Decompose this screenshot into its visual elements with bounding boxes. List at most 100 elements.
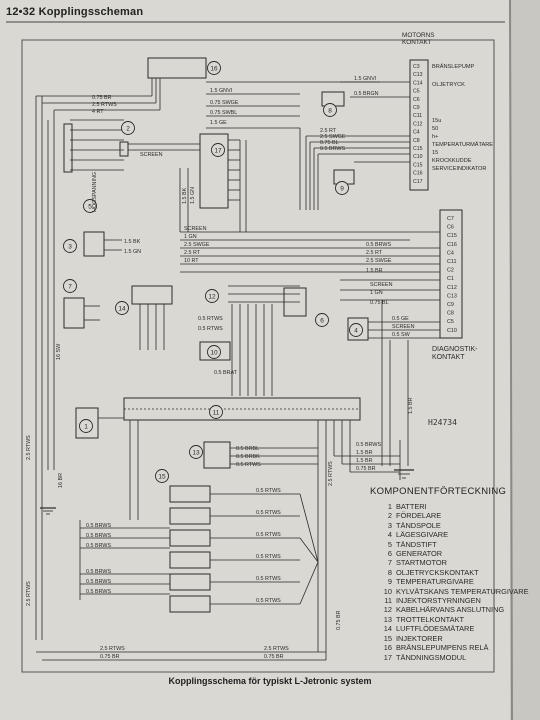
component-list-item: 6 GENERATOR: [378, 549, 529, 558]
wire-label: 0.5 RTWS: [256, 488, 281, 494]
callout-number: 16: [210, 65, 218, 72]
diag-contact-title-line2: KONTAKT: [432, 354, 465, 361]
wire-label: 1 GN: [370, 290, 383, 296]
callout-circle: [323, 103, 337, 117]
component-number: 1: [387, 502, 392, 511]
motor-contact-label: KROCKKUDDE: [432, 158, 472, 164]
callout-circle: [209, 405, 223, 419]
page-header: 12•32 Kopplingsscheman: [6, 6, 144, 18]
callout-number: 8: [328, 107, 332, 114]
wire-label: 2.5 SWGE: [184, 242, 210, 248]
diag-contact-pin: C2: [447, 268, 454, 274]
wire-label: 0.5 RTWS: [256, 576, 281, 582]
figure-caption: Kopplingsschema för typiskt L-Jetronic s…: [168, 676, 372, 686]
motor-contact-label: 50: [432, 126, 438, 132]
wire-label: 2.5 RT: [320, 128, 337, 134]
wire-label: 16 SW: [56, 343, 62, 360]
wire-label: 0.5 BRGN: [354, 91, 379, 97]
callout-number: 3: [68, 243, 72, 250]
motor-contact-pin: C6: [413, 97, 420, 103]
motor-contact-label: h+: [432, 134, 438, 140]
wire-label: 0.5 BRWS: [86, 589, 111, 595]
callout-number: 6: [320, 317, 324, 324]
wire-label: 16 BR: [58, 473, 64, 488]
diag-contact-pin: C13: [447, 293, 457, 299]
diag-contact-pin: C12: [447, 285, 457, 291]
callout-circle: [315, 313, 329, 327]
diag-contact-pin: C4: [447, 250, 454, 256]
wire-label: 0.5 BRWS: [86, 523, 111, 529]
component-name: KYLVÄTSKANS TEMPERATURGIVARE: [396, 586, 529, 596]
wire-label: 2.5 RTWS: [328, 461, 334, 486]
wire-label: 0.5 BRBK: [236, 454, 260, 460]
page-fold: [509, 0, 513, 720]
motor-contact-pin: C12: [413, 121, 423, 127]
wire-label: 0.5 GE: [392, 316, 409, 322]
motor-contact-title-line1: MOTORNS: [402, 32, 435, 39]
component-number: 6: [387, 549, 392, 559]
wire-label: 2.5 RTWS: [100, 646, 125, 652]
wire-label: 0.5 BRAT: [214, 370, 238, 376]
wire-label: 0.5 BRWS: [86, 533, 111, 539]
component-name: INJEKTORER: [396, 633, 443, 643]
diag-contact-pin: C6: [447, 225, 454, 231]
wire-label: 1.5 GN: [124, 249, 141, 255]
motor-contact-pin: C5: [413, 89, 420, 95]
diag-contact-pin: C7: [447, 216, 454, 222]
callout-number: 14: [118, 305, 126, 312]
callout-number: 13: [192, 449, 200, 456]
wire-label: 0.5 RTWS: [198, 316, 223, 322]
diagram-frame: [21, 39, 495, 673]
wire-label: 0.5 RTWS: [256, 598, 281, 604]
wire-label: 0.5 BRWS: [320, 146, 345, 152]
callout-number: 11: [213, 409, 220, 416]
wire-label: 2.5 RTWS: [26, 581, 32, 606]
wire-label: 2.5 RTWS: [26, 435, 32, 460]
component-number: 7: [387, 558, 392, 568]
motor-contact-pin: C15: [413, 162, 423, 168]
wire-label: 0.5 RTWS: [198, 326, 223, 332]
wire-label: 1.5 GE: [210, 120, 227, 126]
wire-label: HOGSPANNING: [92, 172, 98, 212]
callout-number: 1: [84, 423, 88, 430]
reference-code: H24734: [428, 418, 457, 427]
callout-circle: [205, 289, 219, 303]
wire-label: 0.5 RTWS: [256, 510, 281, 516]
component-number: 8: [387, 567, 392, 577]
wire-label: 0.75 BL: [370, 300, 389, 306]
callout-number: 7: [68, 283, 72, 290]
wire-label: 0.5 RTWS: [256, 554, 281, 560]
motor-contact-pin: C8: [413, 138, 420, 144]
diag-contact-pin: C1: [447, 276, 454, 282]
motor-contact-label: TEMPERATURMÄTARE: [432, 141, 493, 148]
callout-circle: [63, 239, 77, 253]
wire-label: 2.5 RT: [184, 250, 201, 256]
component-name: GENERATOR: [396, 549, 443, 559]
motor-contact-pin: C14: [413, 80, 423, 86]
callout-circle: [79, 419, 93, 433]
component-name: BRÄNSLEPUMPENS RELÄ: [396, 643, 489, 653]
wire-label: 1.5 BR: [408, 397, 414, 414]
component-name: KABELHÄRVANS ANSLUTNING: [396, 605, 505, 615]
wire-label: 0.5 BRBL: [236, 446, 259, 452]
diag-contact-pin: C16: [447, 242, 457, 248]
wire-label: 2.5 SWGE: [366, 258, 392, 264]
wire-label: 0.5 SW: [392, 332, 411, 338]
wire-label: 1.5 BR: [356, 450, 373, 456]
callout-circle: [83, 199, 97, 213]
callout-circle: [211, 143, 225, 157]
component-name: TÄNDSTIFT: [396, 539, 437, 549]
wire-label: 0.75 BR: [336, 610, 342, 630]
wire-label: 0.75 BR: [356, 466, 376, 472]
component-name: OLJETRYCKSKONTAKT: [396, 567, 479, 577]
wire-label: 1.5 BR: [366, 268, 383, 274]
